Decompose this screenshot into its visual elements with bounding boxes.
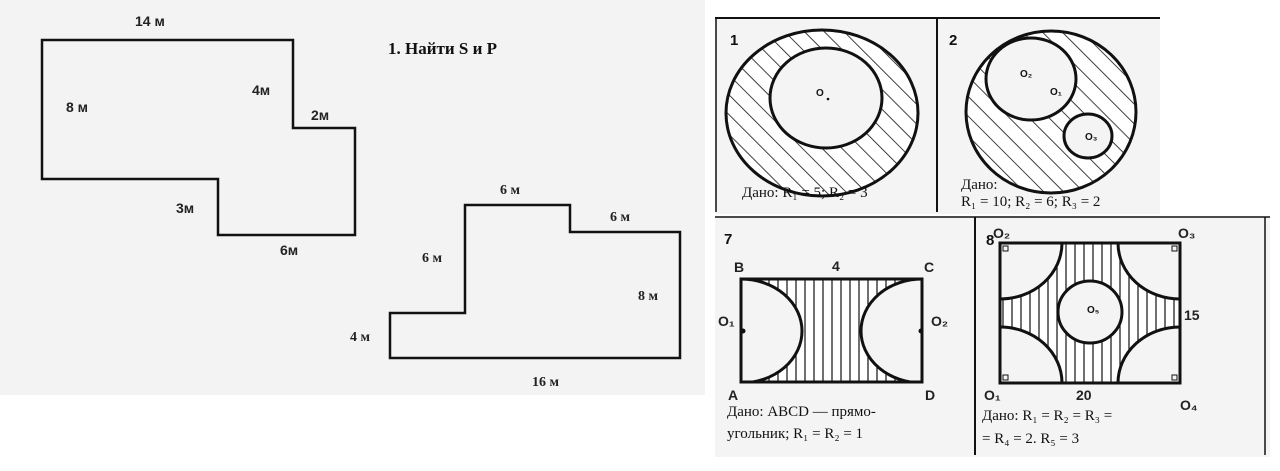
given-text-2: = R₄ = 2. R₅ = 3 bbox=[982, 431, 1079, 447]
given-text-1: Дано: ABCD — прямо- bbox=[727, 404, 876, 420]
dimension-bottom: 20 bbox=[1076, 387, 1092, 403]
rectangle bbox=[998, 241, 1182, 385]
point-d: D bbox=[925, 387, 935, 403]
figure1-label-notch: 3м bbox=[176, 200, 194, 216]
figure2-label-top: 6 м bbox=[500, 183, 521, 198]
given-label: Дано: bbox=[961, 177, 998, 193]
given-text-2: угольник; R₁ = R₂ = 1 bbox=[727, 426, 863, 442]
figure1-label-bottom: 6м bbox=[280, 242, 298, 258]
panel-background bbox=[0, 0, 705, 395]
figure2-label-bottom: 16 м bbox=[532, 375, 560, 390]
given-text: Дано: R₁ = 5; R₂ = 3 bbox=[742, 185, 868, 201]
problem-number: 1 bbox=[730, 32, 738, 49]
quarter-circle-o1 bbox=[1000, 325, 1064, 383]
problem-8: 8 O₂ O₃ O₁ O₄ O₅ 20 15 Дано: R₁ = R₂ = R… bbox=[982, 225, 1200, 447]
point-o1: O₁ bbox=[1050, 87, 1062, 98]
problem-1: 1 O Дано: R₁ = 5; R₂ = 3 bbox=[715, 17, 1160, 214]
given-text-1: Дано: R₁ = R₂ = R₃ = bbox=[982, 408, 1112, 424]
semicircle-o1 bbox=[741, 279, 804, 382]
problem-number: 2 bbox=[949, 32, 957, 49]
figure-1-polygon bbox=[40, 38, 357, 237]
semicircle-o2 bbox=[859, 279, 922, 382]
figure1-label-top: 14 м bbox=[135, 13, 165, 29]
quarter-circle-o3 bbox=[1116, 243, 1180, 301]
problem-number: 8 bbox=[986, 232, 994, 249]
circle-o2 bbox=[984, 36, 1078, 122]
left-panel: 1. Найти S и P 14 м 8 м 4м 2м 3м 6м 6 м … bbox=[0, 0, 705, 395]
problem-2: 2 O₂ O₁ O₃ Дано: R₁ = 10; R₂ = 6; R₃ = 2 bbox=[949, 29, 1138, 210]
figure-2-polygon bbox=[388, 203, 682, 360]
figure1-label-step2: 2м bbox=[311, 107, 329, 123]
dimension-right: 15 bbox=[1184, 307, 1200, 323]
figure1-label-left: 8 м bbox=[66, 99, 88, 115]
point-b: B bbox=[734, 259, 744, 275]
point-o3: O₃ bbox=[1178, 225, 1195, 241]
point-o2: O₂ bbox=[993, 225, 1010, 241]
figure2-label-right: 8 м bbox=[638, 289, 659, 304]
inner-circle bbox=[768, 46, 884, 150]
point-o1: O₁ bbox=[718, 313, 735, 329]
circle-o3 bbox=[1062, 112, 1114, 160]
point-c: C bbox=[924, 259, 934, 275]
figure2-label-step: 6 м bbox=[610, 210, 631, 225]
task-title: 1. Найти S и P bbox=[388, 39, 497, 58]
figure2-label-left: 6 м bbox=[422, 251, 443, 266]
dimension-top: 4 bbox=[832, 258, 840, 274]
figure2-label-low: 4 м bbox=[350, 330, 371, 345]
center-label: O bbox=[816, 88, 824, 99]
quarter-circle-o2 bbox=[1000, 243, 1064, 301]
figure1-label-step: 4м bbox=[252, 82, 270, 98]
point-o1: O₁ bbox=[984, 387, 1001, 403]
circle-o5 bbox=[1056, 279, 1124, 345]
point-o2: O₂ bbox=[931, 313, 948, 329]
problem-number: 7 bbox=[724, 231, 732, 248]
point-o5: O₅ bbox=[1087, 305, 1100, 316]
point-o3: O₃ bbox=[1085, 132, 1098, 143]
point-o2: O₂ bbox=[1020, 69, 1032, 80]
point-a: A bbox=[728, 387, 738, 403]
point-o4: O₄ bbox=[1180, 397, 1198, 413]
given-text: R₁ = 10; R₂ = 6; R₃ = 2 bbox=[961, 194, 1100, 210]
quarter-circle-o4 bbox=[1116, 325, 1180, 383]
